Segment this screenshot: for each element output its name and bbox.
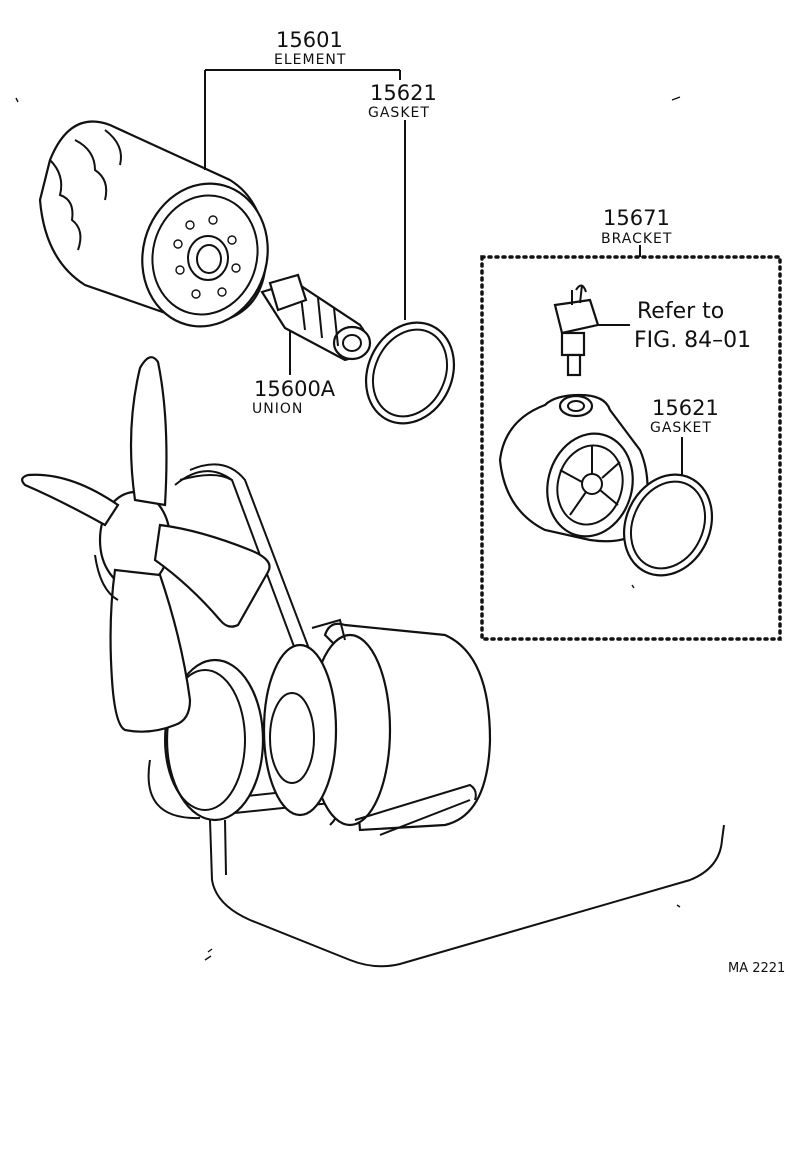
bracket-part-number: 15671 bbox=[603, 206, 670, 230]
lower-gasket-ring bbox=[622, 473, 714, 577]
oil-filter-element-drawing bbox=[38, 120, 269, 328]
engine-block-drawing bbox=[15, 96, 725, 968]
leader-lines-left bbox=[204, 69, 406, 375]
lower-gasket-part-number: 15621 bbox=[652, 396, 719, 420]
element-part-name: ELEMENT bbox=[274, 52, 346, 68]
bracket-frame bbox=[480, 255, 782, 641]
upper-gasket-ring bbox=[364, 321, 456, 425]
fan-drawing bbox=[21, 356, 271, 733]
pulley-belt-drawing bbox=[147, 463, 492, 836]
element-part-number: 15601 bbox=[276, 28, 343, 52]
lower-gasket-part-name: GASKET bbox=[650, 420, 712, 436]
bracket-housing-drawing bbox=[498, 393, 649, 543]
union-part-name: UNION bbox=[252, 401, 303, 417]
bracket-part-name: BRACKET bbox=[601, 231, 672, 247]
upper-gasket-part-number: 15621 bbox=[370, 81, 437, 105]
upper-gasket-part-name: GASKET bbox=[368, 105, 430, 121]
refer-figure-link[interactable]: FIG. 84–01 bbox=[634, 328, 751, 353]
refer-to-label[interactable]: Refer to bbox=[637, 299, 724, 324]
sensor-switch-drawing bbox=[553, 284, 630, 377]
union-drawing bbox=[260, 273, 372, 362]
union-part-number: 15600A bbox=[254, 377, 336, 401]
figure-code: MA 2221 bbox=[728, 961, 785, 976]
